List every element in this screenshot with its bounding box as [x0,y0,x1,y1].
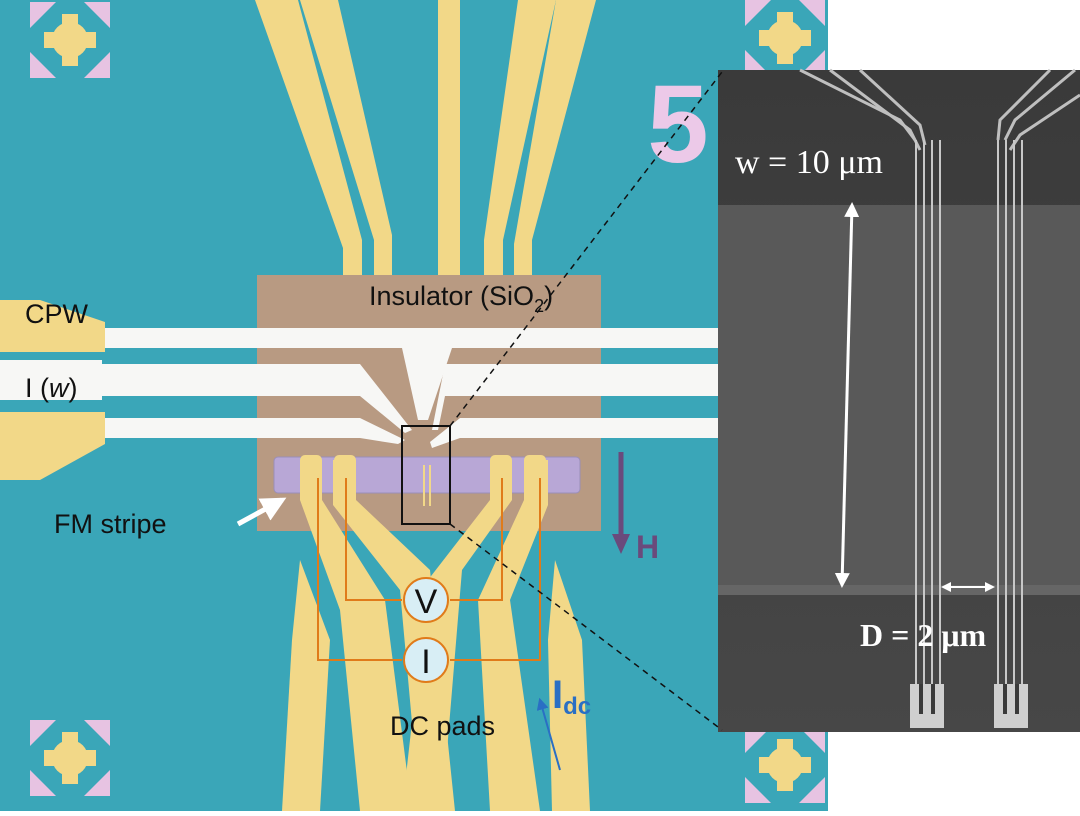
ammeter-label: I [421,643,430,681]
current-line-label: I (w) [25,373,78,403]
chip-number: 5 [647,63,708,186]
sem-pads [910,684,1028,728]
idc-arrow [536,697,561,771]
zoom-box [401,425,451,525]
idc-label: Idc [552,673,591,720]
fm-stripe-label: FM stripe [54,509,167,539]
alignment-marker-top-left [30,2,110,78]
nanowire-probes [423,465,431,506]
alignment-marker-bottom-right [745,727,825,803]
zoom-lines [449,71,723,731]
sem-stripe-region [718,205,1080,590]
cpw-pads [0,300,105,480]
cpw-lines [0,322,720,448]
width-label: w = 10 μm [735,144,883,181]
fm-stripe-arrow [236,497,287,527]
width-arrow [834,202,860,588]
voltmeter-label: V [415,583,438,621]
cpw-label: CPW [25,299,89,329]
measurement-wiring [317,478,541,661]
upper-leads [255,0,596,278]
sem-nanowires [915,140,1023,685]
alignment-marker-bottom-left [30,720,110,796]
ammeter: I [403,637,449,683]
contact-pads [300,455,546,487]
field-label: H [636,529,659,565]
alignment-marker-top-right [745,0,825,76]
spacing-label: D = 2 μm [860,617,986,653]
optical-micrograph: 5 [0,0,828,811]
dc-pads-label: DC pads [390,711,495,741]
insulator-label: Insulator (SiO2) [369,281,553,316]
lower-leads [282,460,590,811]
sem-inset: w = 10 μm D = 2 μm [718,68,1080,732]
voltmeter: V [403,577,449,623]
field-arrow [612,452,630,554]
